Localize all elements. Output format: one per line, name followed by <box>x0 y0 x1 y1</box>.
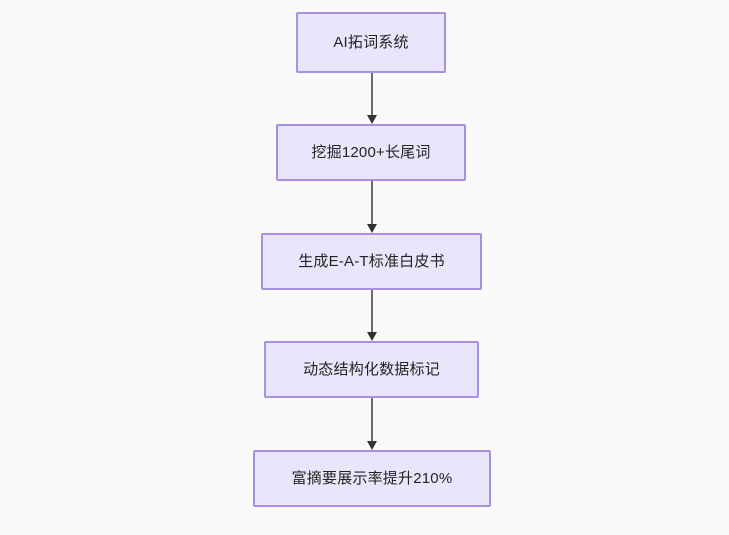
flow-node-label: 生成E-A-T标准白皮书 <box>298 253 445 270</box>
edge-line <box>371 73 373 116</box>
flow-node-rich-snippet-impression-lift[interactable]: 富摘要展示率提升210% <box>253 450 491 507</box>
flow-node-ai-keyword-system[interactable]: AI拓词系统 <box>296 12 446 73</box>
flow-node-label: 富摘要展示率提升210% <box>291 470 453 487</box>
edge-line <box>371 290 373 333</box>
edge-line <box>371 181 373 225</box>
arrowhead-icon <box>367 115 377 124</box>
arrowhead-icon <box>367 224 377 233</box>
edge-line <box>371 398 373 442</box>
flow-node-label: 挖掘1200+长尾词 <box>311 144 431 161</box>
flow-node-label: AI拓词系统 <box>333 34 409 51</box>
arrowhead-icon <box>367 441 377 450</box>
flow-node-dynamic-structured-data-markup[interactable]: 动态结构化数据标记 <box>264 341 479 398</box>
arrowhead-icon <box>367 332 377 341</box>
flow-node-generate-eat-whitepaper[interactable]: 生成E-A-T标准白皮书 <box>261 233 482 290</box>
flow-node-mine-longtail-keywords[interactable]: 挖掘1200+长尾词 <box>276 124 466 181</box>
flow-node-label: 动态结构化数据标记 <box>303 361 440 378</box>
